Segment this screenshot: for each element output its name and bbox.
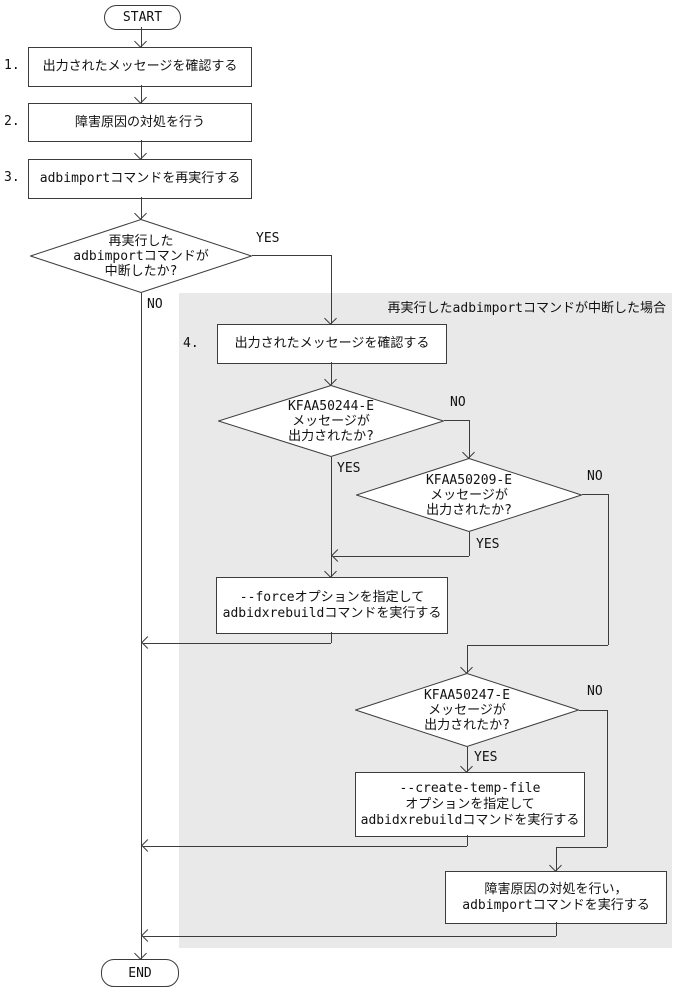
create-temp-file-line1: --create-temp-file <box>399 780 541 796</box>
fault-handling-line1: 障害原因の対処を行い， <box>484 881 628 897</box>
end-label: END <box>128 965 152 981</box>
arrowhead-left-icon <box>141 636 154 649</box>
decision-kfaa50244-line2: メッセージが <box>292 413 370 429</box>
connector-fault-out-v <box>556 922 557 936</box>
start-label: START <box>122 10 163 25</box>
arrowhead-down-icon <box>134 91 147 104</box>
connector-step2-step3 <box>141 140 142 159</box>
decision-kfaa50247-line3: 出力されたか? <box>424 717 510 733</box>
connector-no-decision4-h1 <box>579 710 607 711</box>
arrowhead-left-icon <box>141 839 154 852</box>
connector-no-decision3-v <box>608 494 609 645</box>
connector-step4-decision2 <box>331 362 332 385</box>
step4-number: 4. <box>183 336 199 351</box>
label-yes-decision3: YES <box>476 537 500 552</box>
decision-kfaa50244-line1: KFAA50244-E <box>287 398 375 414</box>
decision-kfaa50209-text: KFAA50209-E メッセージが 出力されたか? <box>356 458 582 532</box>
connector-yes-decision3-h <box>333 556 469 557</box>
decision-reexec-line2: adbimportコマンドが <box>73 248 209 264</box>
connector-temp-out-h <box>143 846 467 847</box>
connector-no-decision3-v2 <box>467 645 468 673</box>
force-option-line2: adbidxrebuildコマンドを実行する <box>222 605 442 621</box>
arrowhead-down-icon <box>134 147 147 160</box>
fault-handling-box: 障害原因の対処を行い， adbimportコマンドを実行する <box>445 871 667 924</box>
decision-kfaa50244-line3: 出力されたか? <box>288 428 374 444</box>
create-temp-file-line3: adbidxrebuildコマンドを実行する <box>360 812 580 828</box>
step1-box: 出力されたメッセージを確認する <box>28 47 252 87</box>
decision-reexec-interrupted: 再実行した adbimportコマンドが 中断したか? <box>30 219 252 293</box>
connector-no-decision4-h2 <box>556 847 607 848</box>
force-option-box: --forceオプションを指定して adbidxrebuildコマンドを実行する <box>216 577 448 634</box>
decision-kfaa50247-line1: KFAA50247-E <box>423 687 511 703</box>
label-no-decision4: NO <box>587 684 603 699</box>
step1-number: 1. <box>4 58 20 73</box>
diamond-shape-icon <box>30 219 252 293</box>
connector-yes-decision3-v <box>469 532 470 556</box>
step3-label: adbimportコマンドを再実行する <box>39 171 241 186</box>
connector-yes-decision1-v <box>331 255 332 324</box>
connector-no-decision2-h <box>444 420 469 421</box>
connector-yes-decision4-v <box>467 747 468 772</box>
step3-box: adbimportコマンドを再実行する <box>28 159 252 199</box>
create-temp-file-line2: オプションを指定して <box>405 796 535 812</box>
decision-kfaa50209-line1: KFAA50209-E <box>425 472 513 488</box>
step2-number: 2. <box>4 114 20 129</box>
start-terminator: START <box>104 5 181 30</box>
arrowhead-left-icon <box>141 929 154 942</box>
connector-step1-step2 <box>141 85 142 103</box>
decision-kfaa50209: KFAA50209-E メッセージが 出力されたか? <box>356 458 582 532</box>
create-temp-file-box: --create-temp-file オプションを指定して adbidxrebu… <box>355 772 585 837</box>
connector-temp-out-v <box>467 835 468 846</box>
decision-kfaa50244-text: KFAA50244-E メッセージが 出力されたか? <box>218 385 444 457</box>
connector-fault-out-h <box>143 936 556 937</box>
connector-no-decision2-v <box>469 420 470 458</box>
connector-start-step1 <box>141 27 142 47</box>
diamond-shape-icon <box>356 458 582 532</box>
end-terminator: END <box>101 959 179 987</box>
decision-kfaa50244: KFAA50244-E メッセージが 出力されたか? <box>218 385 444 457</box>
label-no-decision3: NO <box>587 469 603 484</box>
region-label: 再実行したadbimportコマンドが中断した場合 <box>387 301 666 316</box>
label-no-decision2: NO <box>450 395 466 410</box>
decision-reexec-line3: 中断したか? <box>104 263 178 279</box>
decision-kfaa50209-line2: メッセージが <box>430 487 508 503</box>
step4-label: 出力されたメッセージを確認する <box>234 336 430 351</box>
step1-label: 出力されたメッセージを確認する <box>42 59 238 74</box>
connector-yes-decision1-h <box>252 255 331 256</box>
connector-no-decision4-v <box>607 710 608 847</box>
connector-no-branch-to-end <box>141 293 142 959</box>
decision-kfaa50209-line3: 出力されたか? <box>426 502 512 518</box>
step2-label: 障害原因の対処を行う <box>74 114 205 130</box>
force-option-line1: --forceオプションを指定して <box>239 589 425 605</box>
decision-reexec-line1: 再実行した <box>108 233 174 249</box>
label-yes-decision2: YES <box>337 461 361 476</box>
connector-no-decision3-h2 <box>467 645 608 646</box>
decision-kfaa50247: KFAA50247-E メッセージが 出力されたか? <box>355 673 579 747</box>
arrowhead-down-icon <box>134 947 147 960</box>
label-yes-decision1: YES <box>256 231 280 246</box>
connector-no-decision3-h1 <box>582 494 608 495</box>
label-no-decision1: NO <box>147 297 163 312</box>
decision-reexec-text: 再実行した adbimportコマンドが 中断したか? <box>30 219 252 293</box>
connector-yes-decision2-v <box>331 457 332 577</box>
connector-no-decision4-v2 <box>556 847 557 871</box>
arrowhead-down-icon <box>134 207 147 220</box>
fault-handling-line2: adbimportコマンドを実行する <box>462 897 650 913</box>
label-yes-decision4: YES <box>474 750 498 765</box>
decision-kfaa50247-text: KFAA50247-E メッセージが 出力されたか? <box>355 673 579 747</box>
arrowhead-down-icon <box>134 35 147 48</box>
step4-box: 出力されたメッセージを確認する <box>217 324 447 364</box>
step3-number: 3. <box>4 170 20 185</box>
connector-step3-decision1 <box>141 197 142 219</box>
diamond-shape-icon <box>218 385 444 457</box>
decision-kfaa50247-line2: メッセージが <box>428 702 506 718</box>
step2-box: 障害原因の対処を行う <box>28 103 252 142</box>
diamond-shape-icon <box>355 673 579 747</box>
connector-force-out-v <box>331 632 332 643</box>
connector-force-out-h <box>143 643 331 644</box>
